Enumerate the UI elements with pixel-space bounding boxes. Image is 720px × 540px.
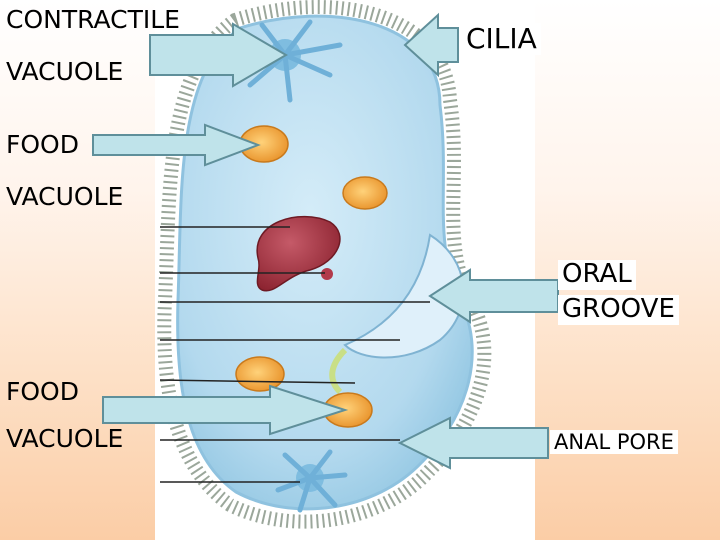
arrow-food-vacuole-top bbox=[92, 123, 261, 167]
label-anal-pore: ANAL PORE bbox=[550, 430, 678, 455]
label-food-vacuole-top-line2: VACUOLE bbox=[6, 182, 124, 211]
label-food-vacuole-bottom-line2: VACUOLE bbox=[6, 424, 124, 453]
leader-lines bbox=[159, 226, 430, 483]
arrow-food-vacuole-bottom bbox=[102, 384, 349, 436]
arrow-oral-groove bbox=[428, 268, 559, 324]
label-food-vacuole-top-line1: FOOD bbox=[6, 130, 79, 159]
arrow-anal-pore bbox=[397, 416, 549, 470]
label-contractile-line2: VACUOLE bbox=[6, 57, 124, 86]
contractile-vacuole-bottom bbox=[275, 449, 348, 513]
label-oral-groove-line1: ORAL bbox=[558, 259, 636, 290]
label-contractile-line1: CONTRACTILE bbox=[6, 5, 180, 34]
micronucleus bbox=[321, 268, 333, 280]
arrow-cilia bbox=[403, 12, 459, 78]
label-oral-groove-line2: GROOVE bbox=[558, 294, 679, 325]
label-cilia: CILIA bbox=[462, 22, 541, 56]
cilia-fringe bbox=[157, 0, 492, 529]
arrow-contractile-vacuole bbox=[149, 22, 288, 88]
gullet bbox=[329, 347, 348, 395]
food-vacuole-3 bbox=[235, 356, 285, 392]
food-vacuole-2 bbox=[342, 176, 388, 210]
label-food-vacuole-bottom-line1: FOOD bbox=[6, 377, 79, 406]
